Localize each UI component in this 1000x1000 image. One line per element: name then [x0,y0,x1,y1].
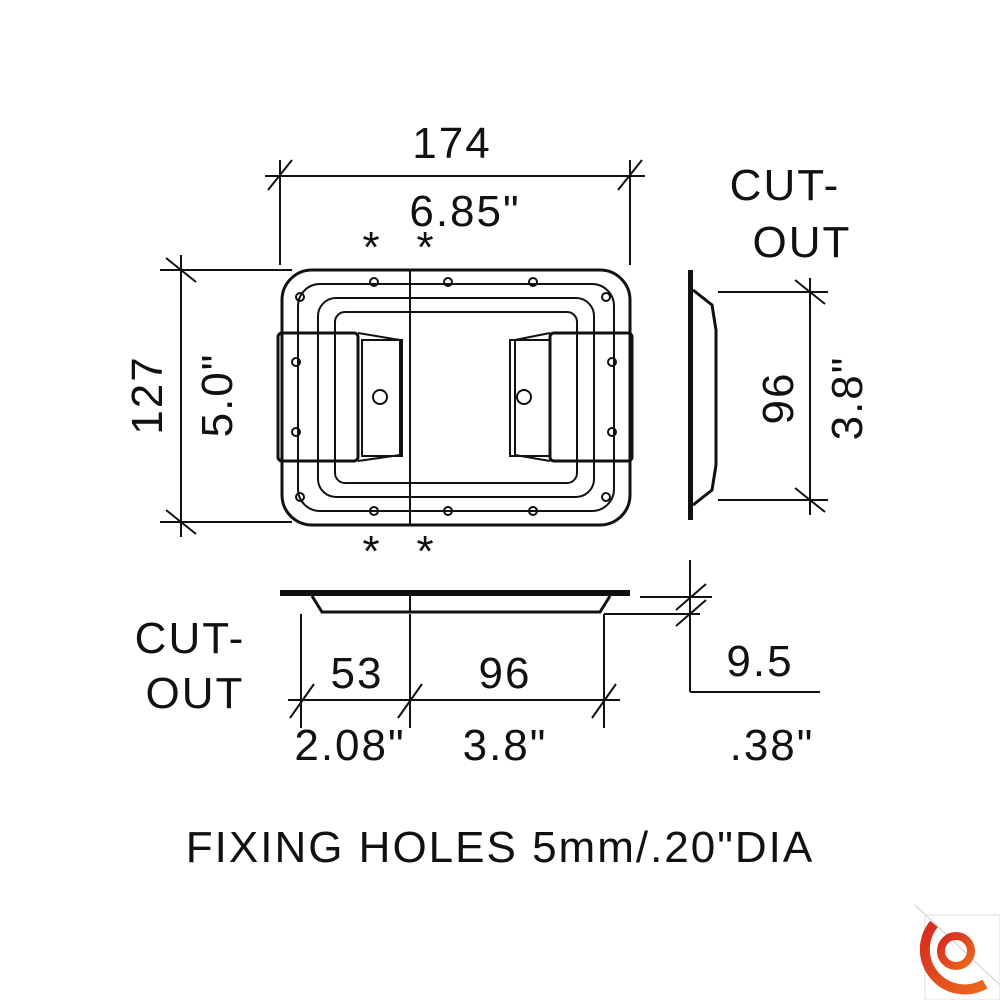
bottom-dimension-lines [288,560,820,728]
side-cutout-label-line1: CUT- [730,161,841,210]
height-mm-label: 127 [123,355,172,434]
side-cutout-label-line2: OUT [753,218,852,267]
marker-bottom-right: * [416,527,435,576]
depth-mm-label: 9.5 [726,637,793,686]
height-dimension-line [160,255,292,537]
fixing-holes-note: FIXING HOLES 5mm/.20"DIA [186,823,814,872]
side-cutout-mm-label: 96 [754,372,803,425]
bottom-cutout-in-label: 3.8" [463,721,548,770]
width-in-label: 6.85" [409,187,520,236]
bottom-cutout-label-line2: OUT [146,669,245,718]
depth-in-label: .38" [730,721,815,770]
brand-logo [914,904,1000,1000]
side-view-profile [688,270,718,520]
marker-top-right: * [416,223,435,272]
offset-mm-label: 53 [331,649,384,698]
marker-bottom-left: * [362,527,381,576]
offset-in-label: 2.08" [294,721,405,770]
top-view-plate [276,268,634,527]
bottom-cutout-mm-label: 96 [479,649,532,698]
width-mm-label: 174 [412,119,491,168]
side-cutout-dimension-line [718,278,828,515]
width-dimension-line [265,159,645,265]
side-cutout-in-label: 3.8" [823,356,872,441]
bottom-view-profile [280,590,630,614]
marker-top-left: * [362,223,381,272]
height-in-label: 5.0" [193,353,242,438]
bottom-cutout-label-line1: CUT- [135,614,246,663]
